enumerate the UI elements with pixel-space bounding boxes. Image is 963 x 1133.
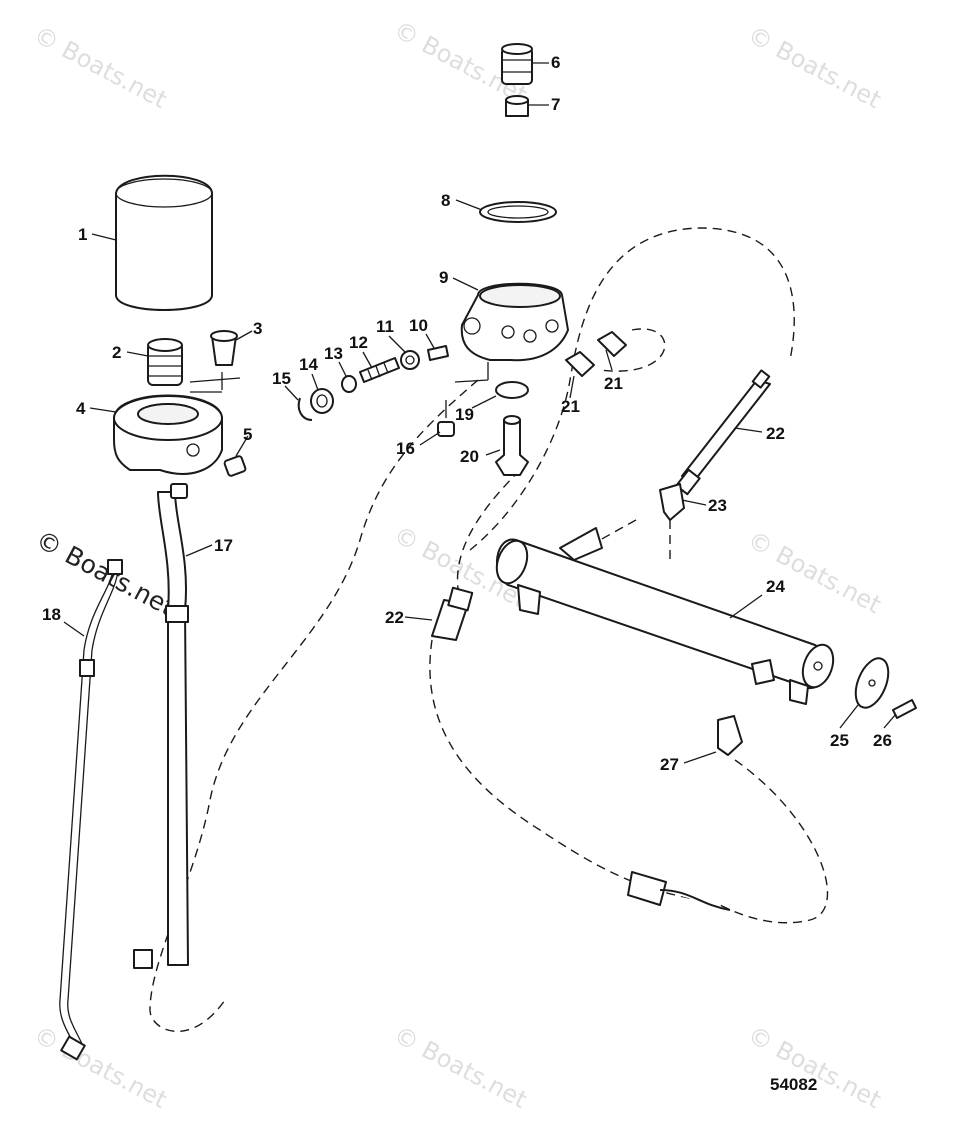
adapter-nipple bbox=[147, 338, 183, 386]
figure-number: 54082 bbox=[770, 1075, 817, 1094]
callout-2: 2 bbox=[112, 343, 121, 362]
callout-9: 9 bbox=[439, 268, 448, 287]
fitting-27 bbox=[717, 715, 743, 756]
watermark: © Boats.net bbox=[29, 21, 171, 114]
callout-17: 17 bbox=[214, 536, 233, 555]
callouts: 1 2 3 4 5 6 7 8 9 10 11 12 13 14 15 16 1… bbox=[42, 53, 892, 774]
callout-11: 11 bbox=[376, 317, 394, 336]
watermark: © Boats.net bbox=[743, 1021, 885, 1114]
watermark: © Boats.net bbox=[743, 526, 885, 619]
valve-parts bbox=[297, 345, 449, 421]
callout-21b: 21 bbox=[561, 397, 580, 416]
callout-4: 4 bbox=[76, 399, 86, 418]
filter-adapter bbox=[113, 394, 223, 475]
callout-6: 6 bbox=[551, 53, 560, 72]
elbow-fittings-21 bbox=[565, 331, 627, 377]
dipstick-tube-17 bbox=[133, 483, 189, 969]
fitting-5 bbox=[223, 455, 247, 477]
oil-filter bbox=[115, 174, 213, 311]
dipstick-18 bbox=[59, 559, 123, 1061]
elbow-23 bbox=[659, 483, 685, 521]
callout-26: 26 bbox=[873, 731, 892, 750]
callout-22b: 22 bbox=[385, 608, 404, 627]
callout-3: 3 bbox=[253, 319, 262, 338]
callout-24: 24 bbox=[766, 577, 785, 596]
o-ring-8 bbox=[479, 201, 557, 223]
callout-5: 5 bbox=[243, 425, 252, 444]
hose-22-upper bbox=[675, 369, 771, 496]
cap-7 bbox=[505, 95, 529, 117]
watermark: © Boats.net bbox=[29, 1021, 171, 1114]
fitting-20 bbox=[495, 415, 529, 476]
callout-7: 7 bbox=[551, 95, 560, 114]
callout-23: 23 bbox=[708, 496, 727, 515]
housing-9 bbox=[460, 282, 569, 362]
hose-end bbox=[627, 871, 731, 911]
watermark: © Boats.net bbox=[743, 21, 885, 114]
callout-1: 1 bbox=[78, 225, 87, 244]
screw-26 bbox=[892, 699, 917, 719]
setscrew-16 bbox=[437, 421, 455, 437]
callout-8: 8 bbox=[441, 191, 450, 210]
callout-13: 13 bbox=[324, 344, 343, 363]
callout-21a: 21 bbox=[604, 374, 623, 393]
callout-16: 16 bbox=[396, 439, 415, 458]
plug bbox=[210, 330, 238, 366]
hose-22-lower bbox=[431, 586, 474, 641]
callout-15: 15 bbox=[272, 369, 291, 388]
oil-cooler-24 bbox=[495, 527, 835, 705]
callout-19: 19 bbox=[455, 405, 474, 424]
callout-12: 12 bbox=[349, 333, 368, 352]
leader-lines bbox=[63, 62, 897, 764]
callout-10: 10 bbox=[409, 316, 428, 335]
callout-25: 25 bbox=[830, 731, 849, 750]
callout-14: 14 bbox=[299, 355, 318, 374]
callout-20: 20 bbox=[460, 447, 479, 466]
watermark: © Boats.net bbox=[389, 1021, 531, 1114]
callout-18: 18 bbox=[42, 605, 61, 624]
nipple-6 bbox=[501, 43, 533, 85]
o-ring-19 bbox=[495, 381, 529, 399]
callout-27: 27 bbox=[660, 755, 679, 774]
cover-25 bbox=[854, 657, 890, 709]
callout-22a: 22 bbox=[766, 424, 785, 443]
